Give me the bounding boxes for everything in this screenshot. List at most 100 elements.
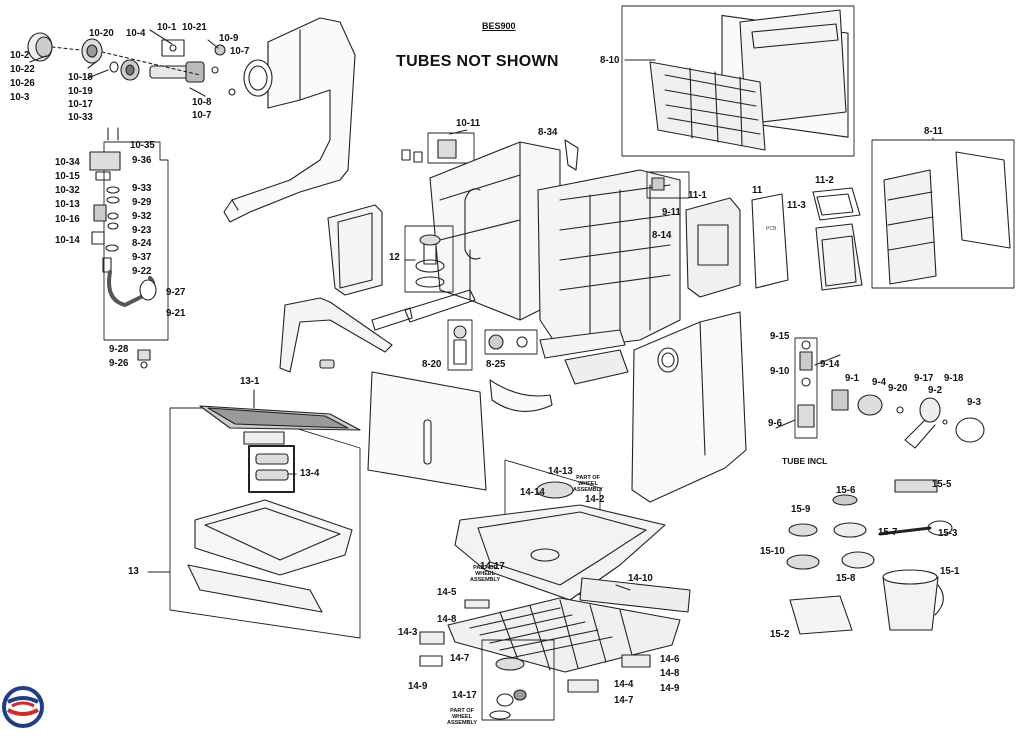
- part-label: 9-21: [166, 307, 186, 319]
- part-label: 11: [752, 184, 763, 196]
- part-label: 14-17: [480, 560, 505, 572]
- part-label: 14-17: [452, 689, 477, 701]
- rear-grille-box: [871, 139, 1015, 289]
- part-label: 14-10: [628, 572, 653, 584]
- part-label: 11-1: [688, 189, 707, 201]
- part-label: 14-8: [660, 667, 680, 679]
- part-label: 14-9: [660, 682, 680, 694]
- part-label: 14-5: [437, 586, 457, 598]
- part-label: 10-1: [157, 21, 177, 33]
- front-cover: [631, 311, 747, 503]
- part-label: 10-3: [10, 91, 30, 103]
- part-label: 15-1: [940, 565, 960, 577]
- pcb-text: PCB: [766, 226, 777, 232]
- part-label: 9-11: [662, 206, 681, 218]
- part-label: 15-7: [878, 526, 898, 538]
- part-label: 10-2: [10, 49, 30, 61]
- part-label: 10-33: [68, 111, 93, 123]
- part-12-box: [404, 225, 454, 293]
- part-label: 9-22: [132, 265, 152, 277]
- part-label: 9-29: [132, 196, 152, 208]
- part-label: 10-26: [10, 77, 35, 89]
- part-label: 15-6: [836, 484, 856, 496]
- part-label: 10-20: [89, 27, 114, 39]
- part-label: 10-7: [192, 109, 212, 121]
- main-frame: [429, 141, 681, 351]
- part-label: 14-9: [408, 680, 428, 692]
- part-label: 10-16: [55, 213, 80, 225]
- part-label: 8-20: [422, 358, 442, 370]
- part-label: 10-21: [182, 21, 207, 33]
- part-label: 8-11: [924, 125, 943, 137]
- part-label: 9-3: [967, 396, 981, 408]
- part-label: 8-25: [486, 358, 506, 370]
- part-label: 12: [389, 251, 400, 263]
- part-label: 9-2: [928, 384, 942, 396]
- part-label: 10-8: [192, 96, 212, 108]
- part-label: 8-14: [652, 229, 672, 241]
- part-label: 10-34: [55, 156, 80, 168]
- part-label: 14-7: [450, 652, 470, 664]
- part-label: 15-2: [770, 628, 790, 640]
- part-label: 10-15: [55, 170, 80, 182]
- wheel-note-2: PART OF WHEEL ASSEMBLY: [469, 565, 501, 584]
- tube-included-note: TUBE INCL: [782, 456, 828, 466]
- rear-panel-box: [621, 5, 855, 157]
- part-label: 9-23: [132, 224, 152, 236]
- part-label: 9-37: [132, 251, 152, 263]
- part-label: 14-13: [548, 465, 573, 477]
- part-label: 9-33: [132, 182, 152, 194]
- side-bracket: [327, 204, 383, 296]
- part-label: 8-24: [132, 237, 152, 249]
- wheel-note-1: PART OF WHEEL ASSEMBLY: [572, 475, 604, 494]
- part-label: 10-17: [68, 98, 93, 110]
- part-label: 8-10: [600, 54, 620, 66]
- part-label: 9-10: [770, 365, 790, 377]
- part-label: 10-7: [230, 45, 250, 57]
- part-label: 10-11: [456, 117, 481, 129]
- brand-logo-icon: [2, 686, 44, 728]
- part-label: 14-2: [585, 493, 605, 505]
- part-label: 14-14: [520, 486, 545, 498]
- wheel-note-3: PART OF WHEEL ASSEMBLY: [446, 708, 478, 727]
- part-10-11-box: [427, 132, 475, 164]
- part-label: 10-19: [68, 85, 93, 97]
- part-label: 14-4: [614, 678, 634, 690]
- part-label: 10-4: [126, 27, 146, 39]
- part-label: 10-18: [68, 71, 93, 83]
- part-label: 9-6: [768, 417, 782, 429]
- drip-panel: [367, 371, 487, 491]
- model-number: BES900: [482, 21, 516, 31]
- part-label: 9-26: [109, 357, 129, 369]
- part-label: 9-1: [845, 372, 859, 384]
- part-label: 9-32: [132, 210, 152, 222]
- part-label: 11-3: [787, 199, 806, 211]
- part-label: 10-32: [55, 184, 80, 196]
- part-label: 9-14: [820, 358, 840, 370]
- part-label: 9-4: [872, 376, 886, 388]
- part-label: 11-2: [815, 174, 834, 186]
- steam-valve-assembly: [27, 32, 236, 97]
- part-label: 9-18: [944, 372, 964, 384]
- part-label: 14-3: [398, 626, 418, 638]
- part-label: 14-7: [614, 694, 634, 706]
- part-label: 8-34: [538, 126, 558, 138]
- part-label: 13: [128, 565, 139, 577]
- part-label: 10-13: [55, 198, 80, 210]
- steam-wand-assembly: [89, 127, 169, 369]
- part-label: 13-4: [300, 467, 320, 479]
- part-label: 9-36: [132, 154, 152, 166]
- part-label: 15-9: [791, 503, 811, 515]
- part-label: 10-9: [219, 32, 239, 44]
- part-label: 15-8: [836, 572, 856, 584]
- part-label: 15-3: [938, 527, 958, 539]
- part-label: 10-22: [10, 63, 35, 75]
- part-label: 13-1: [240, 375, 260, 387]
- part-label: 10-35: [130, 139, 155, 151]
- control-board: [685, 197, 741, 298]
- part-label: 10-14: [55, 234, 80, 246]
- part-label: 9-20: [888, 382, 908, 394]
- part-label: 9-27: [166, 286, 186, 298]
